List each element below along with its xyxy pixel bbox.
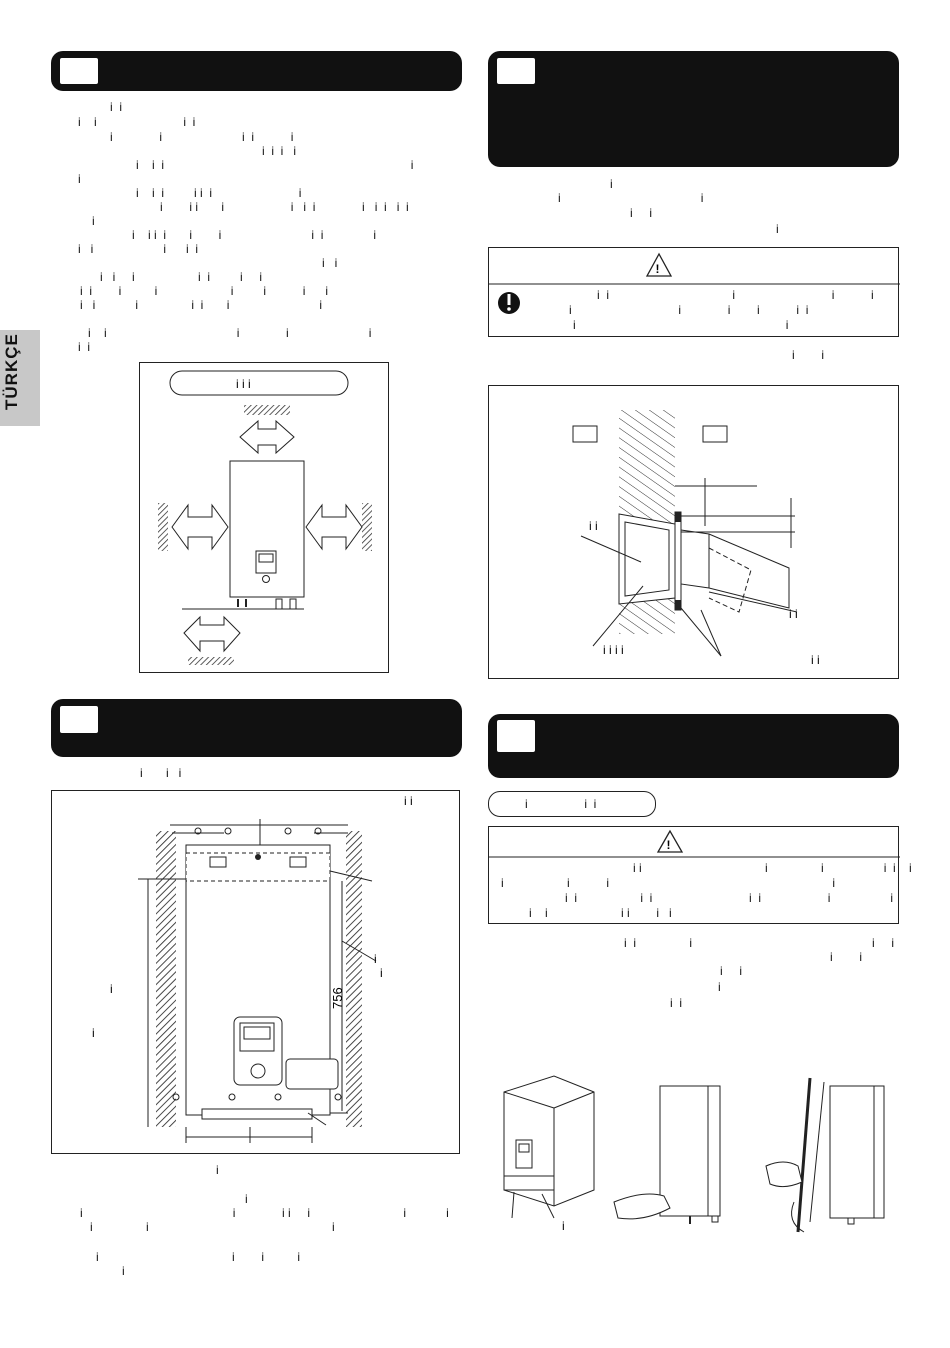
section-number-box <box>60 706 98 733</box>
section-3-note: i i <box>792 348 825 362</box>
warning-box-1: ! i i i i i i i i i i i i <box>488 247 900 337</box>
subsection-pill: i i i <box>488 791 656 817</box>
section-header-3 <box>488 51 899 167</box>
svg-text:!: ! <box>656 262 660 276</box>
svg-text:i i: i i <box>789 607 798 621</box>
section-number-box <box>60 58 98 84</box>
mounting-diagram: i i <box>92 794 413 1143</box>
svg-text:!: ! <box>667 838 671 852</box>
section-2-intro: i i i <box>140 766 182 780</box>
step-1-illustration: i <box>503 1075 595 1233</box>
svg-text:i i: i i <box>589 519 598 533</box>
mounting-diagram-frame: i i <box>51 790 460 1154</box>
installation-steps-illustration: i <box>503 1075 885 1233</box>
warning-box-2-graphics: ! <box>489 829 900 858</box>
svg-text:i i i: i i i <box>236 377 251 391</box>
svg-text:i: i <box>380 966 383 980</box>
wall-pipe-diagram: i i i i i i i i i i <box>572 410 820 667</box>
clearance-diagram-frame: i i i <box>139 362 389 673</box>
svg-text:i: i <box>92 1026 95 1040</box>
section-header-1 <box>51 51 462 91</box>
svg-text:i i: i i <box>404 794 413 808</box>
section-header-4 <box>488 714 899 778</box>
warning-box-2: ! i i i i i i i i i i i i <box>488 826 912 924</box>
svg-text:i i: i i <box>811 653 820 667</box>
warning-triangle-icon <box>656 829 684 853</box>
svg-text:i: i <box>374 952 377 966</box>
language-tab: TÜRKÇE <box>0 330 40 426</box>
svg-text:i: i <box>110 982 113 996</box>
wall-pipe-diagram-frame: i i i i i i i i i i <box>488 385 899 679</box>
clearance-diagram: i i i <box>158 370 372 665</box>
svg-text:i i i i: i i i i <box>603 643 624 657</box>
warning-triangle-icon <box>645 252 673 277</box>
warning-box-1-graphics: ! <box>489 252 900 314</box>
step-2-illustration <box>613 1085 721 1224</box>
section-header-2 <box>51 699 462 757</box>
svg-text:i: i <box>562 1219 565 1233</box>
step-3-illustration <box>765 1077 885 1233</box>
dimension-756: 756 <box>330 987 345 1009</box>
section-number-box <box>497 720 535 752</box>
section-number-box <box>497 58 535 84</box>
language-tab-label: TÜRKÇE <box>2 333 21 410</box>
